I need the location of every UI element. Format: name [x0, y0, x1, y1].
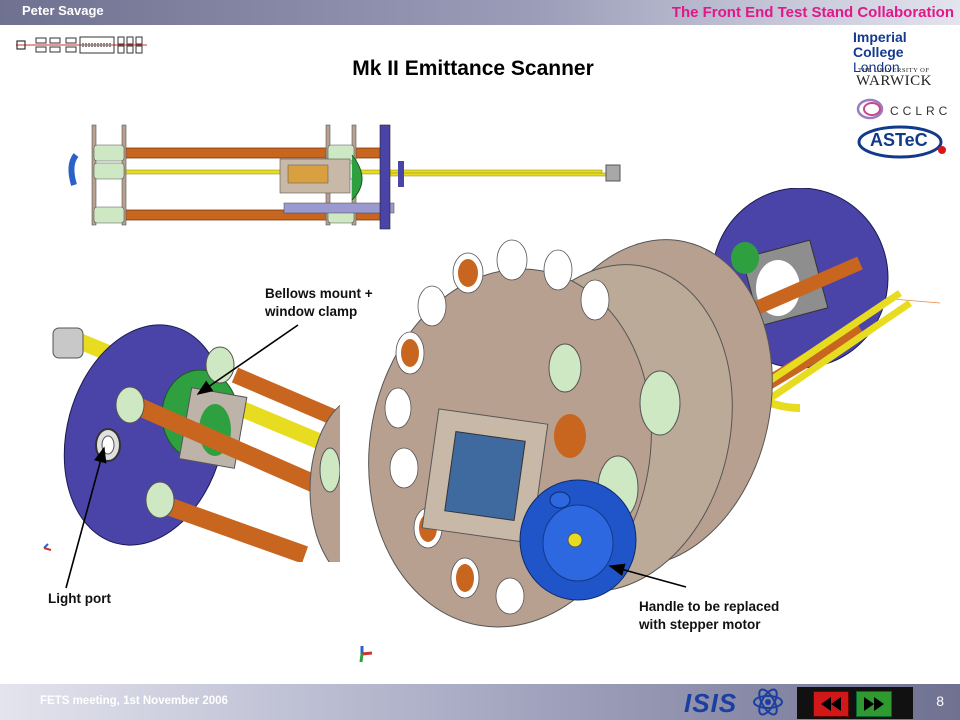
light-port-arrow: [65, 446, 107, 589]
collaboration-title: The Front End Test Stand Collaboration: [671, 4, 954, 21]
fast-forward-icon: [864, 697, 884, 711]
axis-triad-icon: [359, 646, 373, 663]
light-port-label: Light port: [48, 591, 111, 606]
beamline-schematic-icon: [16, 36, 147, 54]
cclrc-logo: CCLRC: [890, 104, 952, 118]
bellows-arrow: [196, 324, 299, 395]
handle-arrow: [608, 563, 687, 588]
isis-atom-icon: [753, 688, 783, 716]
page-number: 8: [936, 693, 944, 709]
author-name: Peter Savage: [22, 3, 104, 18]
cclrc-swirl-icon: [856, 98, 884, 120]
previous-slide-button[interactable]: [813, 691, 849, 717]
rewind-icon: [821, 697, 841, 711]
bellows-mount-closeup-drawing: [35, 300, 340, 562]
scanner-isometric-drawing: [368, 188, 941, 628]
imperial-college-logo: Imperial College London: [853, 30, 960, 75]
isis-logo: ISIS: [684, 688, 738, 718]
handle-label: Handle to be replaced with stepper motor: [639, 599, 780, 632]
astec-logo: ASTeC: [870, 130, 928, 150]
header-bar: Peter Savage The Front End Test Stand Co…: [0, 0, 960, 25]
warwick-logo-small: THE UNIVERSITY OF: [858, 67, 930, 74]
footer-bar: FETS meeting, 1st November 2006 ISIS 8: [0, 684, 960, 720]
warwick-logo: WARWICK: [856, 73, 932, 89]
scanner-side-view-drawing: [68, 124, 621, 230]
axis-triad-small: [43, 543, 52, 551]
bellows-label: Bellows mount + window clamp: [265, 286, 373, 319]
imperial-line2: London: [853, 59, 900, 75]
imperial-line1: Imperial College: [853, 29, 907, 60]
slide-title: Mk II Emittance Scanner: [352, 57, 594, 80]
astec-oval-icon: [857, 125, 946, 159]
meeting-text: FETS meeting, 1st November 2006: [40, 695, 228, 707]
next-slide-button[interactable]: [856, 691, 892, 717]
